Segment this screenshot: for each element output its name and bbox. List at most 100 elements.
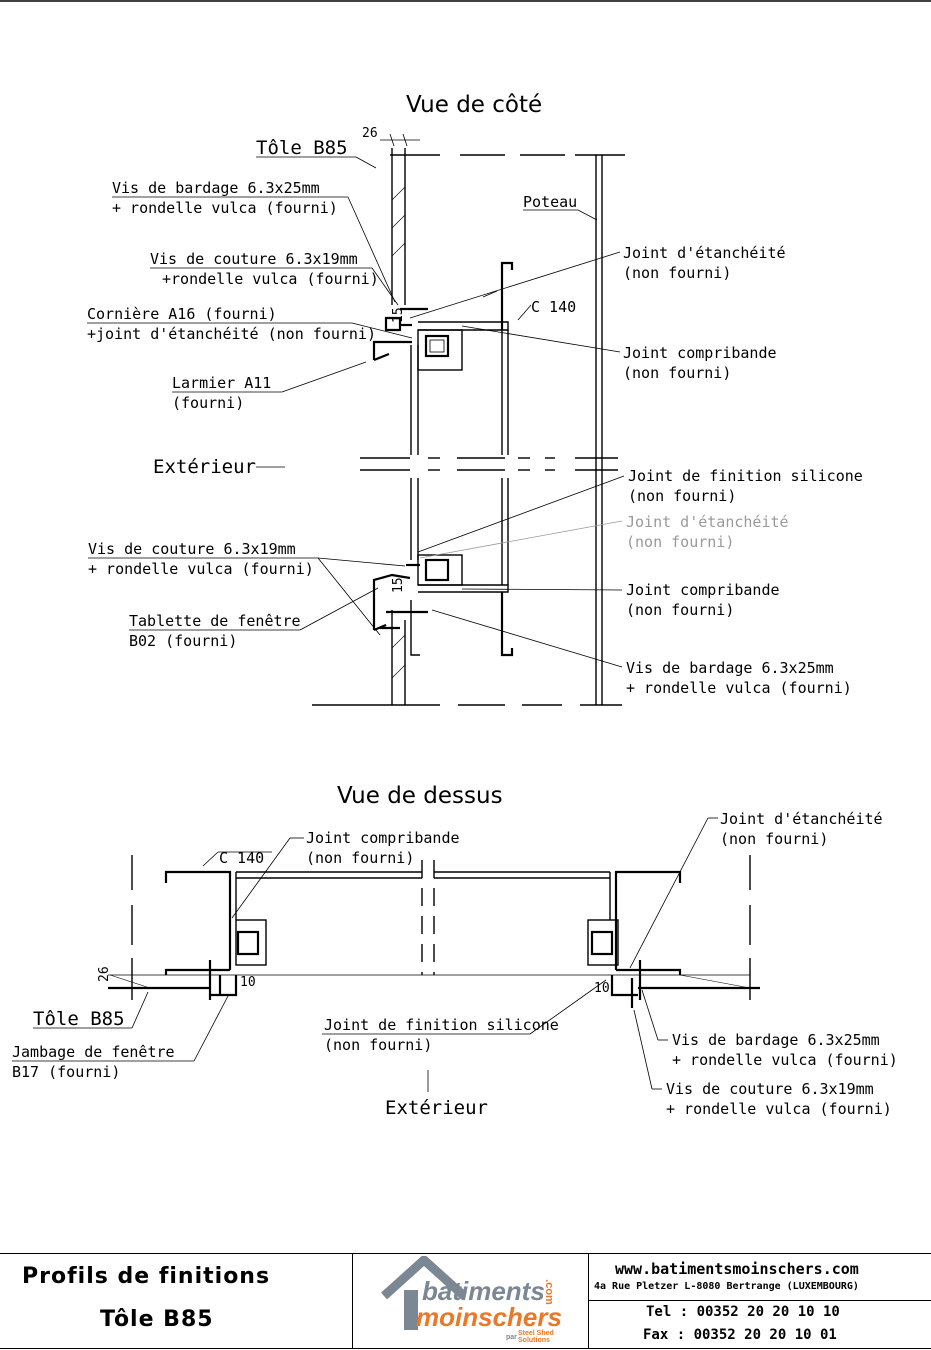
top-jambage-2: B17 (fourni) (12, 1063, 120, 1081)
side-view: Vue de côté Tôle B85 26 (87, 92, 863, 706)
top-c140-right (614, 870, 682, 970)
side-joint-compri-2: (non fourni) (623, 364, 731, 382)
logo-text-par: par (506, 1334, 517, 1341)
top-cladding-hatch-b (109, 974, 151, 989)
top-exterieur-label: Extérieur (385, 1097, 488, 1119)
window-glazing-upper (424, 334, 450, 358)
c140-upper-flange (500, 261, 514, 330)
top-vis-couture-1: Vis de couture 6.3x19mm (666, 1080, 874, 1098)
side-vis-bardage-leader (347, 196, 396, 303)
side-vis-couture-b1: Vis de couture 6.3x19mm (88, 540, 296, 558)
top-window-left-glazing (236, 930, 260, 956)
top-joint-compri-1: Joint compribande (306, 829, 460, 847)
side-tole-leader (355, 156, 377, 169)
side-tablette-1: Tablette de fenêtre (129, 612, 301, 630)
poteau-label: Poteau (523, 193, 577, 211)
top-window-left (235, 919, 267, 966)
top-vis-couture-leader (633, 1009, 653, 1090)
side-exterieur-label: Extérieur (153, 456, 256, 478)
side-vis-bardage-1: Vis de bardage 6.3x25mm (112, 179, 320, 197)
logo-text-com: .com (542, 1279, 555, 1305)
top-dim-26: 26 (97, 966, 112, 982)
side-joint-etanch-2: (non fourni) (623, 264, 731, 282)
c140-lower-base (418, 584, 509, 593)
side-larmier-leader (281, 361, 367, 393)
company-logo: batiments moinschers .com par Steel Shed… (376, 1253, 566, 1346)
side-vis-bardage-b-leader (431, 609, 623, 668)
side-tablette-leader (299, 587, 379, 631)
c140-lower-flange (500, 592, 514, 657)
top-c140-right-bottom (616, 968, 682, 975)
drawing-title-line2: Tôle B85 (100, 1307, 214, 1332)
c140-leader-tick (482, 290, 498, 298)
side-joint-etanch-1: Joint d'étanchéité (623, 244, 786, 262)
logo-text-bottom: moinschers (416, 1302, 562, 1332)
side-tole-label: Tôle B85 (256, 137, 348, 159)
side-dim-tick-b (402, 133, 408, 147)
top-joint-fin-1: Joint de finition silicone (324, 1016, 559, 1034)
side-larmier-2: (fourni) (172, 394, 244, 412)
window-profile-upper (417, 329, 463, 371)
side-vis-couture-2: +rondelle vulca (fourni) (162, 270, 379, 288)
larmier-profile (372, 340, 412, 360)
side-vis-couture-1: Vis de couture 6.3x19mm (150, 250, 358, 268)
side-joint-fin-2: (non fourni) (628, 487, 736, 505)
window-glazing-upper-inner (429, 339, 445, 353)
side-joint-compri-b2: (non fourni) (626, 601, 734, 619)
telephone: Tel : 00352 20 20 10 10 (646, 1304, 840, 1320)
top-c140-left-bottom (164, 968, 230, 975)
drawing-title-line1: Profils de finitions (22, 1264, 271, 1289)
top-vis-bardage-leader (641, 989, 659, 1041)
side-corniere-1: Cornière A16 (fourni) (87, 305, 277, 323)
side-tablette-2: B02 (fourni) (129, 632, 237, 650)
side-dim-15-upper: 15 (391, 307, 406, 323)
side-joint-etanch-b-leader (419, 520, 623, 559)
side-corniere-leader (351, 322, 413, 339)
side-joint-etanch-b1: Joint d'étanchéité (626, 513, 789, 531)
side-vis-couture-b2: + rondelle vulca (fourni) (88, 560, 314, 578)
top-dim-10-right: 10 (594, 981, 610, 996)
top-jambage-1: Jambage de fenêtre (12, 1043, 175, 1061)
top-joint-etanch-leader (629, 817, 709, 969)
top-jambage-leader (193, 995, 229, 1062)
top-tole-leader (131, 991, 149, 1029)
side-vis-couture-b-leader (317, 557, 381, 636)
top-c140-left (164, 870, 232, 970)
top-jambage-right (610, 975, 638, 997)
side-joint-compri-b1: Joint compribande (626, 581, 780, 599)
address: 4a Rue Pletzer L-8080 Bertrange (LUXEMBO… (594, 1281, 859, 1292)
side-joint-fin-1: Joint de finition silicone (628, 467, 863, 485)
tablette-profile (372, 573, 411, 630)
logo-text-top: batiments (422, 1276, 545, 1306)
side-joint-fin-leader (417, 475, 625, 553)
top-joint-fin-leader (529, 979, 607, 1035)
side-larmier-1: Larmier A11 (172, 374, 271, 392)
side-joint-compri-b-leader (461, 588, 623, 591)
top-c140-label: C 140 (219, 849, 264, 867)
top-window-right (587, 919, 619, 966)
top-vis-bardage-1: Vis de bardage 6.3x25mm (672, 1031, 880, 1049)
side-vis-couture-b-leader2 (317, 557, 406, 567)
top-vis-couture-2: + rondelle vulca (fourni) (666, 1100, 892, 1118)
poteau-leader (577, 209, 598, 221)
side-dim-26: 26 (362, 126, 378, 141)
top-joint-compri-leader (231, 837, 291, 919)
side-view-title: Vue de côté (406, 92, 542, 118)
fax: Fax : 00352 20 20 10 01 (643, 1327, 837, 1343)
top-view: Vue de dessus (12, 783, 898, 1119)
title-block-divider-b (588, 1253, 589, 1349)
top-tole-label: Tôle B85 (33, 1008, 125, 1030)
c140-leader (517, 304, 532, 321)
logo-text-brand: Steel Shed Solutions (518, 1330, 554, 1344)
title-block-divider-c (588, 1300, 931, 1301)
side-joint-compri-leader (461, 325, 621, 353)
top-joint-fin-2: (non fourni) (324, 1036, 432, 1054)
larmier-lip (373, 352, 390, 362)
side-joint-compri-1: Joint compribande (623, 344, 777, 362)
side-joint-etanch-b2: (non fourni) (626, 533, 734, 551)
side-corniere-2: +joint d'étanchéité (non fourni) (87, 325, 376, 343)
side-vis-bardage-2: + rondelle vulca (fourni) (112, 199, 338, 217)
top-window-right-glazing (590, 930, 614, 956)
side-dim-15-lower: 15 (391, 577, 406, 593)
website[interactable]: www.batimentsmoinschers.com (615, 1260, 859, 1278)
